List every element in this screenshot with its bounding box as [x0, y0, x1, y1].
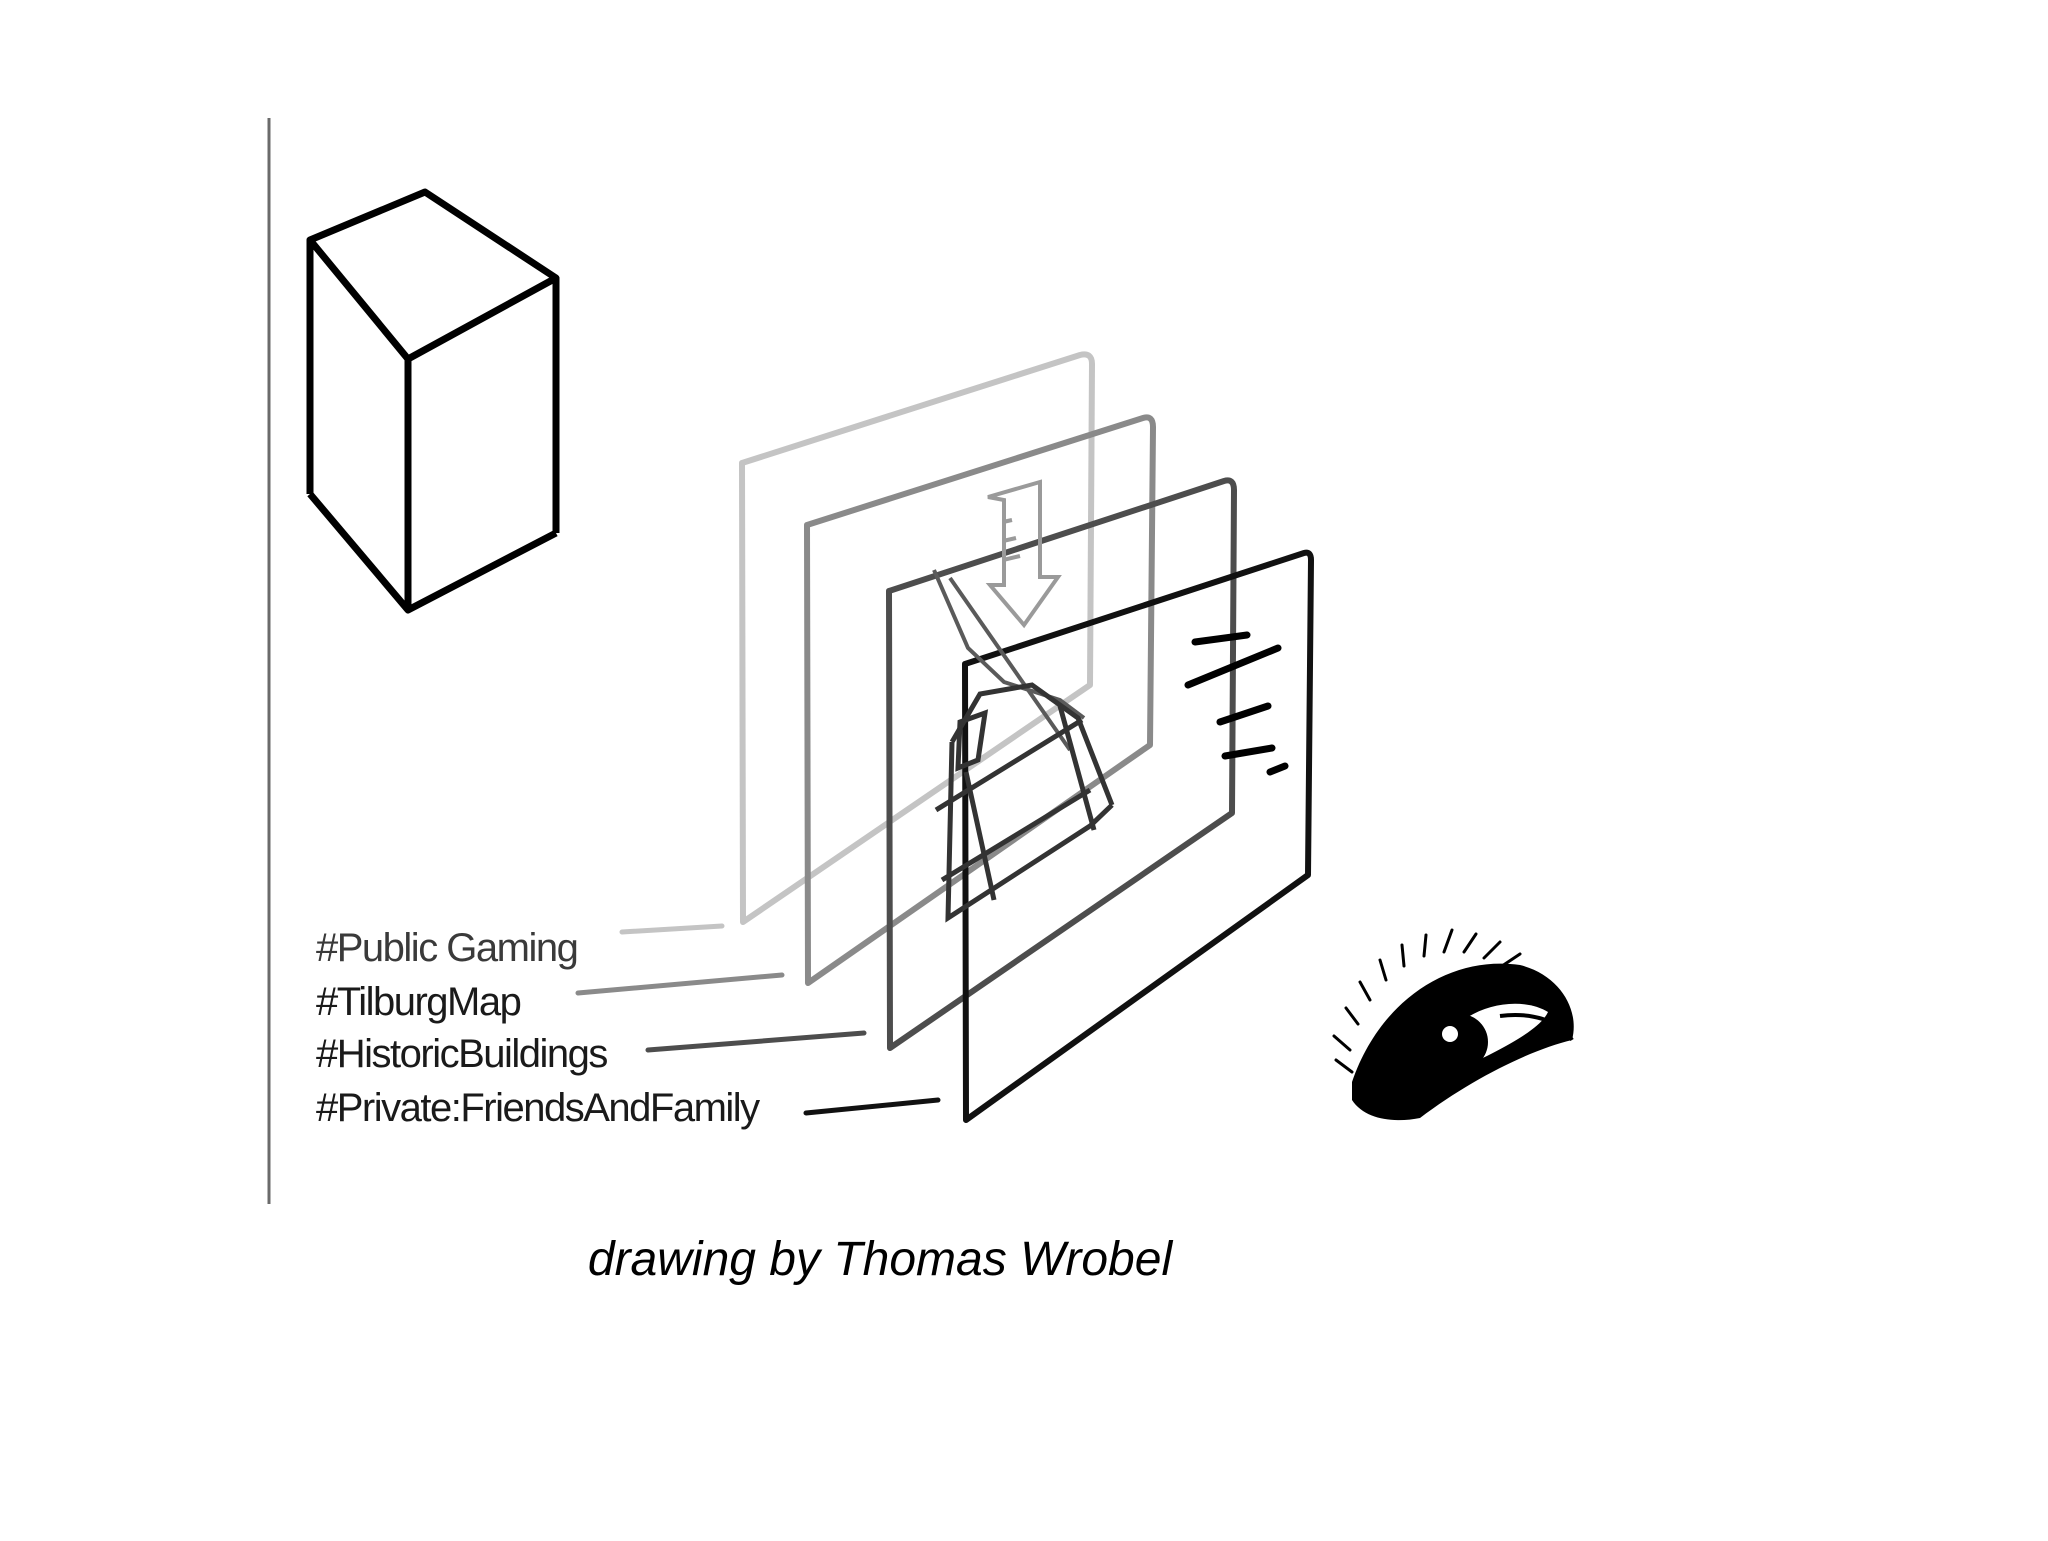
layer-plane-private [962, 549, 1314, 1123]
layer-label-private: #Private:FriendsAndFamily [316, 1086, 760, 1130]
caption: drawing by Thomas Wrobel [587, 1233, 1173, 1286]
building-box-icon [306, 188, 560, 614]
leader-line-historic-buildings [645, 1030, 867, 1053]
leader-line-private [803, 1097, 941, 1116]
layer-plane-tilburg-map [804, 414, 1156, 986]
layer-label-tilburg-map: #TilburgMap [316, 980, 522, 1024]
historic-building-sketch [934, 682, 1115, 923]
map-sketch [932, 569, 1086, 752]
leader-line-tilburg-map [575, 972, 785, 996]
layer-plane-public-gaming [739, 351, 1095, 925]
layer-label-public-gaming: #Public Gaming [316, 926, 579, 970]
layer-plane-historic-buildings [886, 477, 1237, 1051]
text-lines-sketch [1184, 631, 1289, 776]
leader-line-public-gaming [619, 923, 725, 935]
eye-icon [1332, 928, 1574, 1121]
layer-label-historic-buildings: #HistoricBuildings [316, 1032, 608, 1076]
down-arrow-sketch [985, 479, 1062, 629]
